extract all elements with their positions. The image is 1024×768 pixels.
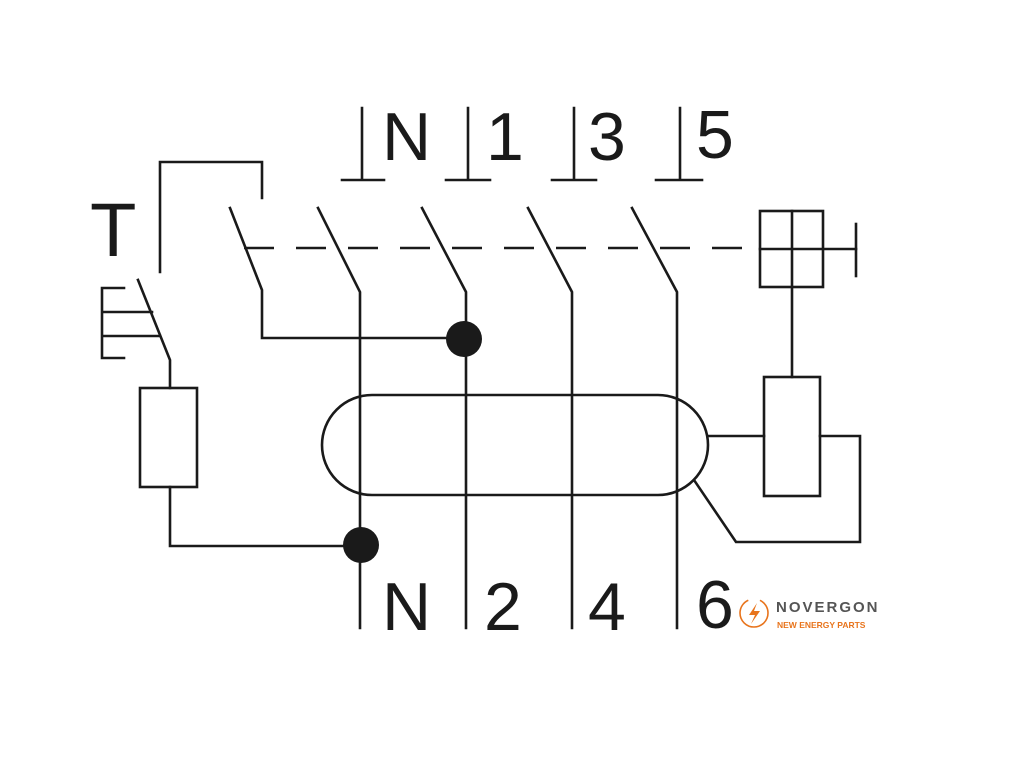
test-button-label: T [90,188,136,273]
junction-dot-l1 [446,321,482,357]
resistor-to-neutral-wire [168,485,362,548]
top-terminal-label-1: 1 [486,99,524,175]
trip-relay-coil [762,375,822,498]
test-switch [100,160,264,390]
main-contacts [228,206,679,630]
top-terminal-label-n: N [382,99,431,175]
test-resistor [138,386,199,489]
lightning-circle-icon [739,598,769,628]
logo-tagline: NEW ENERGY PARTS [777,620,866,630]
bottom-terminal-label-n: N [382,569,431,645]
trip-mechanism [758,209,858,379]
top-terminal-label-5: 5 [696,97,734,173]
ct-to-relay-wire-bottom [692,434,862,544]
bottom-terminal-label-6: 6 [696,567,734,643]
novergon-logo: NOVERGON NEW ENERGY PARTS [739,598,880,630]
bottom-terminal-label-4: 4 [588,569,626,645]
junction-dot-neutral [343,527,379,563]
current-transformer-core [320,393,710,497]
top-terminal-brackets [340,106,704,182]
top-terminal-label-3: 3 [588,99,626,175]
logo-name: NOVERGON [776,599,880,616]
bottom-terminal-label-2: 2 [484,569,522,645]
